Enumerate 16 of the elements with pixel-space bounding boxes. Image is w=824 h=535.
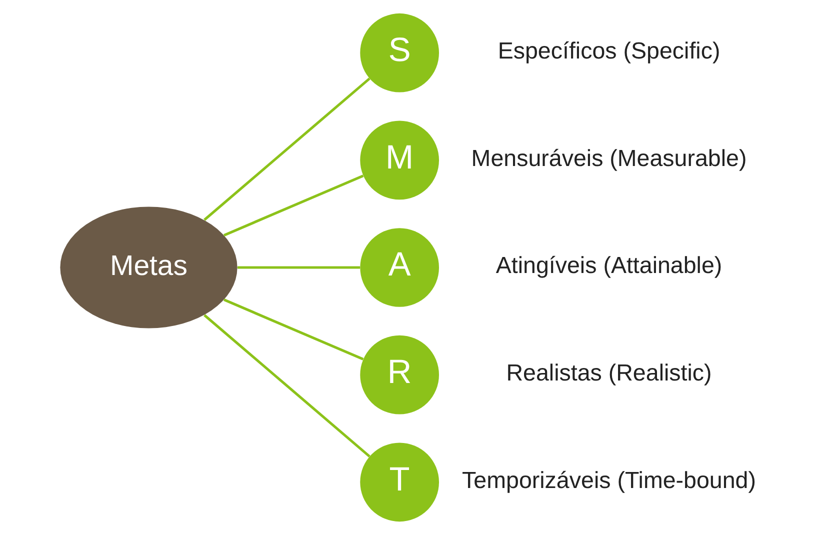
node-circle: S <box>360 13 438 92</box>
node-ellipse: Metas <box>60 206 237 328</box>
node-circle: T <box>360 442 438 522</box>
node-label: Temporizáveis (Time-bound) <box>462 466 756 493</box>
node-label: Realistas (Realistic) <box>506 360 712 386</box>
connector <box>223 174 364 236</box>
connector <box>237 266 360 269</box>
node-label: Específicos (Specific) <box>497 38 720 64</box>
node-label: Mensuráveis (Measurable) <box>470 144 746 171</box>
node-label: Atingíveis (Attainable) <box>495 252 722 278</box>
node-circle: R <box>360 335 438 414</box>
node-circle: A <box>360 228 438 307</box>
node-circle: M <box>360 120 438 200</box>
connector <box>203 314 370 458</box>
connector <box>203 78 370 221</box>
connector <box>223 298 364 360</box>
